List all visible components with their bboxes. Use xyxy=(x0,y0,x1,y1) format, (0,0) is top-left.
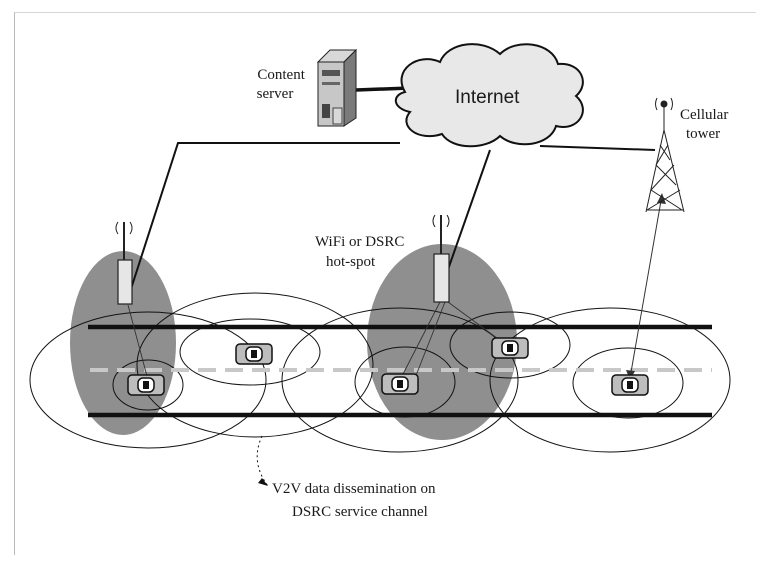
left-hotspot-antenna-icon xyxy=(115,221,133,305)
internet-label: Internet xyxy=(455,87,520,108)
v2v-callout-line xyxy=(256,435,269,487)
link-center-hotspot-internet xyxy=(444,149,491,279)
cellular-tower-label: Cellular tower xyxy=(680,107,732,142)
range-ellipse xyxy=(281,307,519,453)
center-hotspot-antenna-icon xyxy=(432,214,450,303)
range-ellipse xyxy=(179,318,321,386)
arrowhead xyxy=(258,478,268,486)
hotspot-label: WiFi or DSRC hot-spot xyxy=(315,234,408,270)
v2v-label: V2V data dissemination on DSRC service c… xyxy=(272,481,439,520)
figure-frame xyxy=(14,12,756,555)
cellular-link xyxy=(629,194,663,379)
range-ellipse xyxy=(136,292,374,438)
vehicle-icon xyxy=(235,343,273,365)
link-server-internet xyxy=(355,86,411,92)
range-ellipse xyxy=(112,359,184,411)
link-left-hotspot-internet xyxy=(129,142,400,293)
content-server-icon xyxy=(316,48,358,127)
wireless-links xyxy=(127,301,506,381)
content-server-label: Content server xyxy=(257,67,309,102)
wireless-link xyxy=(399,301,441,381)
range-ellipse xyxy=(489,307,731,453)
link-internet-cellular xyxy=(539,145,656,151)
backhaul-links xyxy=(129,86,656,293)
vehicle-icon xyxy=(127,374,165,396)
vehicle-icon xyxy=(611,374,649,396)
range-ellipse xyxy=(29,311,267,449)
arrowhead xyxy=(657,193,666,204)
vehicle-icon xyxy=(491,337,529,359)
wireless-link xyxy=(127,304,149,381)
wireless-link xyxy=(414,301,446,379)
wireless-link xyxy=(447,301,506,345)
range-ellipse xyxy=(572,347,684,419)
vehicle-icon xyxy=(381,373,419,395)
cellular-tower-icon xyxy=(645,97,685,213)
range-ellipse xyxy=(449,311,571,379)
internet-cloud xyxy=(394,43,584,148)
